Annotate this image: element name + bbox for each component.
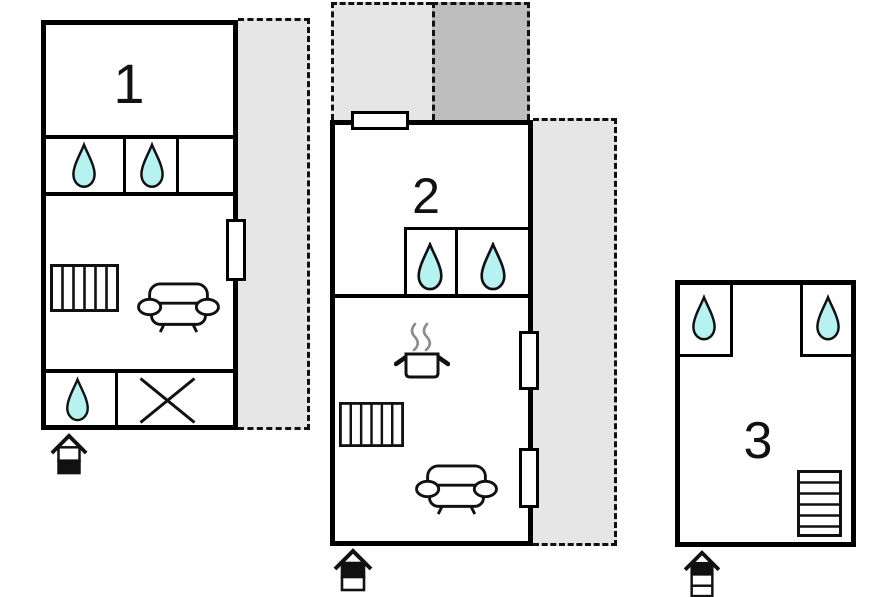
unit-1-building: [41, 20, 238, 430]
unit-1-wall: [41, 135, 238, 139]
unit-3-wall: [800, 354, 856, 357]
door-icon: [519, 331, 539, 390]
water-drop-icon: [480, 242, 506, 291]
unit-3-wall: [800, 280, 803, 357]
terrace-unit-2-right-dark: [432, 2, 530, 120]
window-icon: [351, 111, 409, 130]
unit-1-wall: [123, 135, 126, 196]
terrace-unit-2-left: [331, 2, 432, 120]
unit-2-wall: [330, 294, 533, 298]
entrance-arrow-icon: [50, 433, 88, 475]
radiator-icon: [50, 264, 119, 312]
unit-1-wall: [176, 135, 179, 196]
unit-2-wall: [404, 227, 407, 297]
terrace-unit-1: [238, 18, 310, 430]
water-drop-icon: [140, 141, 164, 188]
unit-1-wall: [41, 369, 238, 373]
unit-2-wall: [404, 227, 533, 230]
door-icon: [226, 219, 246, 281]
water-drop-icon: [66, 376, 89, 422]
entrance-arrow-icon: [683, 550, 721, 597]
entrance-arrow-icon: [333, 548, 373, 592]
terrace-unit-2-side: [533, 118, 617, 546]
stove-icon: [394, 322, 450, 379]
unit-2-label: 2: [412, 168, 440, 224]
unit-3-wall: [730, 280, 733, 357]
water-drop-icon: [72, 141, 96, 188]
unit-2-wall: [455, 227, 458, 297]
water-drop-icon: [816, 294, 840, 341]
sofa-icon: [137, 282, 220, 333]
unit-3-wall: [675, 354, 733, 357]
unit-1-wall: [115, 369, 118, 430]
unit-1-wall: [41, 192, 238, 196]
sofa-icon: [415, 464, 498, 515]
door-icon: [519, 448, 539, 508]
water-drop-icon: [417, 242, 443, 291]
unit-1-label: 1: [113, 52, 145, 115]
unit-3-label: 3: [743, 412, 773, 470]
stairs-icon: [797, 470, 842, 537]
water-drop-icon: [692, 294, 716, 341]
radiator-icon: [339, 402, 404, 447]
cross-icon: [139, 377, 196, 424]
